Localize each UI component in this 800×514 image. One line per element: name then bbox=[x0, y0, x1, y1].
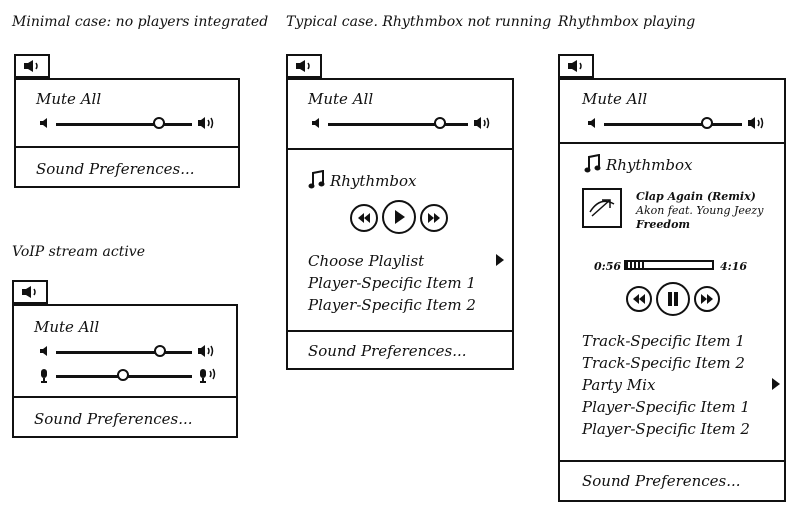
volume-slider[interactable] bbox=[604, 116, 742, 132]
slider-thumb[interactable] bbox=[154, 345, 166, 357]
track-album: Freedom bbox=[636, 218, 691, 231]
player-specific-item-2[interactable]: Player-Specific Item 2 bbox=[582, 420, 750, 438]
slider-thumb[interactable] bbox=[434, 117, 446, 129]
speaker-icon bbox=[296, 60, 310, 72]
sound-menu-minimal: Mute All Sound Preferences... bbox=[14, 78, 240, 188]
previous-button[interactable] bbox=[626, 286, 652, 312]
play-button[interactable] bbox=[382, 200, 416, 234]
slider-track bbox=[56, 123, 192, 126]
menu-divider bbox=[14, 396, 236, 398]
submenu-arrow-icon bbox=[496, 254, 504, 266]
sound-preferences-item[interactable]: Sound Preferences... bbox=[36, 160, 195, 178]
microphone-low-icon bbox=[41, 369, 47, 383]
next-icon bbox=[428, 213, 440, 223]
sound-menu-tab-voip[interactable] bbox=[12, 280, 48, 304]
party-mix-item[interactable]: Party Mix bbox=[582, 376, 656, 394]
sound-menu-typical: Mute All Rhythmbox Choose Playlist Playe… bbox=[286, 78, 514, 370]
microphone-slider[interactable] bbox=[56, 368, 192, 384]
music-note-icon bbox=[584, 154, 601, 173]
elapsed-time: 0:56 bbox=[594, 260, 622, 273]
slider-thumb[interactable] bbox=[117, 369, 129, 381]
next-icon bbox=[701, 294, 713, 304]
volume-high-icon bbox=[474, 117, 490, 129]
pause-icon bbox=[668, 292, 678, 306]
album-art-image bbox=[589, 199, 615, 217]
pause-button[interactable] bbox=[656, 282, 690, 316]
sound-menu-tab-minimal[interactable] bbox=[14, 54, 50, 78]
caption-playing: Rhythmbox playing bbox=[558, 14, 696, 30]
track-specific-item-1[interactable]: Track-Specific Item 1 bbox=[582, 332, 745, 350]
album-art bbox=[582, 188, 622, 228]
caption-minimal: Minimal case: no players integrated bbox=[12, 14, 269, 30]
mute-all-item[interactable]: Mute All bbox=[34, 318, 100, 336]
sound-menu-playing: Mute All Rhythmbox Clap Again (Remix) Ak… bbox=[558, 78, 786, 502]
mute-all-item[interactable]: Mute All bbox=[582, 90, 648, 108]
previous-icon bbox=[358, 213, 370, 223]
caption-typical: Typical case. Rhythmbox not running bbox=[286, 14, 552, 30]
menu-divider bbox=[288, 148, 512, 150]
choose-playlist-item[interactable]: Choose Playlist bbox=[308, 252, 425, 270]
track-progress-fill bbox=[626, 262, 645, 268]
track-title: Clap Again (Remix) bbox=[636, 190, 756, 203]
slider-thumb[interactable] bbox=[153, 117, 165, 129]
track-progress-bar[interactable] bbox=[624, 260, 714, 270]
player-specific-item-1[interactable]: Player-Specific Item 1 bbox=[582, 398, 750, 416]
slider-track bbox=[328, 123, 468, 126]
player-specific-item-1[interactable]: Player-Specific Item 1 bbox=[308, 274, 476, 292]
volume-low-icon bbox=[312, 118, 319, 128]
submenu-arrow-icon bbox=[772, 378, 780, 390]
slider-track bbox=[604, 123, 742, 126]
play-icon bbox=[395, 210, 405, 224]
volume-low-icon bbox=[40, 118, 47, 128]
menu-divider bbox=[288, 330, 512, 332]
sound-menu-voip: Mute All Sound Preferences... bbox=[12, 304, 238, 438]
sound-preferences-item[interactable]: Sound Preferences... bbox=[582, 472, 741, 490]
mute-all-item[interactable]: Mute All bbox=[308, 90, 374, 108]
track-specific-item-2[interactable]: Track-Specific Item 2 bbox=[582, 354, 745, 372]
volume-high-icon bbox=[198, 345, 214, 357]
total-time: 4:16 bbox=[720, 260, 748, 273]
volume-slider[interactable] bbox=[56, 344, 192, 360]
sound-preferences-item[interactable]: Sound Preferences... bbox=[308, 342, 467, 360]
menu-divider bbox=[560, 142, 784, 144]
volume-low-icon bbox=[40, 346, 47, 356]
sound-menu-tab-typical[interactable] bbox=[286, 54, 322, 78]
volume-slider[interactable] bbox=[328, 116, 468, 132]
volume-high-icon bbox=[198, 117, 214, 129]
sound-menu-tab-playing[interactable] bbox=[558, 54, 594, 78]
speaker-icon bbox=[568, 60, 582, 72]
next-button[interactable] bbox=[420, 204, 448, 232]
caption-voip: VoIP stream active bbox=[12, 244, 145, 260]
menu-divider bbox=[560, 460, 784, 462]
player-name[interactable]: Rhythmbox bbox=[330, 172, 417, 190]
previous-icon bbox=[633, 294, 645, 304]
menu-divider bbox=[16, 146, 238, 148]
volume-slider[interactable] bbox=[56, 116, 192, 132]
volume-high-icon bbox=[748, 117, 764, 129]
slider-thumb[interactable] bbox=[701, 117, 713, 129]
track-artist: Akon feat. Young Jeezy bbox=[636, 204, 764, 217]
volume-low-icon bbox=[588, 118, 595, 128]
music-note-icon bbox=[308, 170, 325, 189]
slider-track bbox=[56, 351, 192, 354]
sound-preferences-item[interactable]: Sound Preferences... bbox=[34, 410, 193, 428]
previous-button[interactable] bbox=[350, 204, 378, 232]
speaker-icon bbox=[22, 286, 36, 298]
player-specific-item-2[interactable]: Player-Specific Item 2 bbox=[308, 296, 476, 314]
next-button[interactable] bbox=[694, 286, 720, 312]
mute-all-item[interactable]: Mute All bbox=[36, 90, 102, 108]
player-name[interactable]: Rhythmbox bbox=[606, 156, 693, 174]
speaker-icon bbox=[24, 60, 38, 72]
microphone-high-icon bbox=[200, 368, 216, 383]
